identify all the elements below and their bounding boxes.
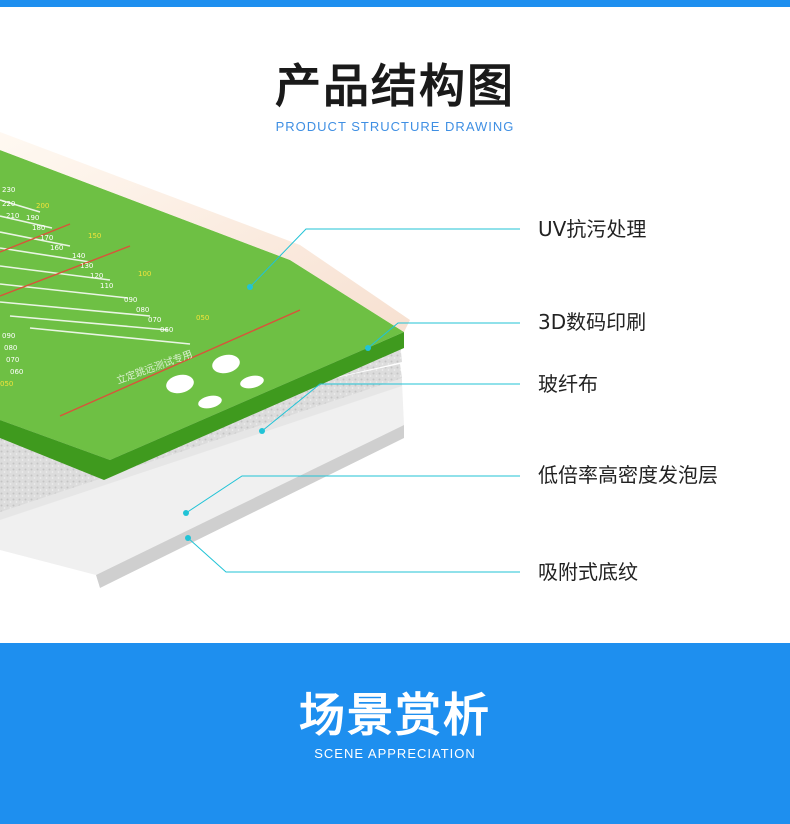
leader-dots xyxy=(183,284,371,541)
mat-number: 070 xyxy=(6,356,19,364)
mat-numbers-left: 230 220 210 200 190 180 170 160 150 xyxy=(2,186,101,252)
mat-number: 050 xyxy=(196,314,209,322)
mat-number: 100 xyxy=(138,270,151,278)
scene-header: 场景赏析 SCENE APPRECIATION xyxy=(0,685,790,763)
top-accent-bar xyxy=(0,0,790,7)
mat-number: 090 xyxy=(124,296,137,304)
mat-number: 210 xyxy=(6,212,19,220)
layer-label-base: 吸附式底纹 xyxy=(538,560,638,584)
mat-number: 060 xyxy=(160,326,173,334)
layer-illustration: 230 220 210 200 190 180 170 160 150 140 … xyxy=(0,132,520,588)
mat-numbers-mid: 140 130 120 110 100 090 080 070 060 050 xyxy=(72,252,209,334)
layer-label-fiberglass: 玻纤布 xyxy=(538,372,598,396)
structure-diagram: 230 220 210 200 190 180 170 160 150 140 … xyxy=(0,120,790,620)
page-subtitle: PRODUCT STRUCTURE DRAWING xyxy=(275,119,515,134)
mat-number: 230 xyxy=(2,186,15,194)
mat-number: 160 xyxy=(50,244,63,252)
mat-number: 220 xyxy=(2,200,15,208)
mat-number: 140 xyxy=(72,252,85,260)
section-title: 场景赏析 xyxy=(299,688,491,742)
printed-layer xyxy=(0,150,404,480)
mat-number: 080 xyxy=(4,344,17,352)
mat-number: 200 xyxy=(36,202,49,210)
mat-number: 120 xyxy=(90,272,103,280)
mat-number: 170 xyxy=(40,234,53,242)
mat-number: 060 xyxy=(10,368,23,376)
structure-header: 产品结构图 PRODUCT STRUCTURE DRAWING xyxy=(0,56,790,136)
mat-number: 150 xyxy=(88,232,101,240)
mat-number: 070 xyxy=(148,316,161,324)
mat-number: 180 xyxy=(32,224,45,232)
scene-section: 场景赏析 SCENE APPRECIATION xyxy=(0,643,790,824)
footprint-icon xyxy=(166,354,264,409)
mat-number: 110 xyxy=(100,282,113,290)
layer-label-uv: UV抗污处理 xyxy=(538,217,647,241)
mat-number: 050 xyxy=(0,380,13,388)
page-title: 产品结构图 xyxy=(275,59,515,113)
mat-numbers-bottom: 090 080 070 060 050 xyxy=(0,332,23,388)
layer-label-foam: 低倍率高密度发泡层 xyxy=(538,463,718,487)
mat-red-lines xyxy=(0,223,301,417)
mat-print xyxy=(0,199,191,345)
mat-number: 190 xyxy=(26,214,39,222)
uv-coating-layer xyxy=(0,132,410,332)
layer-label-print: 3D数码印刷 xyxy=(538,310,647,334)
mat-number: 090 xyxy=(2,332,15,340)
mat-number: 080 xyxy=(136,306,149,314)
section-subtitle: SCENE APPRECIATION xyxy=(314,746,476,761)
leader-lines xyxy=(185,228,520,573)
mat-number: 130 xyxy=(80,262,93,270)
